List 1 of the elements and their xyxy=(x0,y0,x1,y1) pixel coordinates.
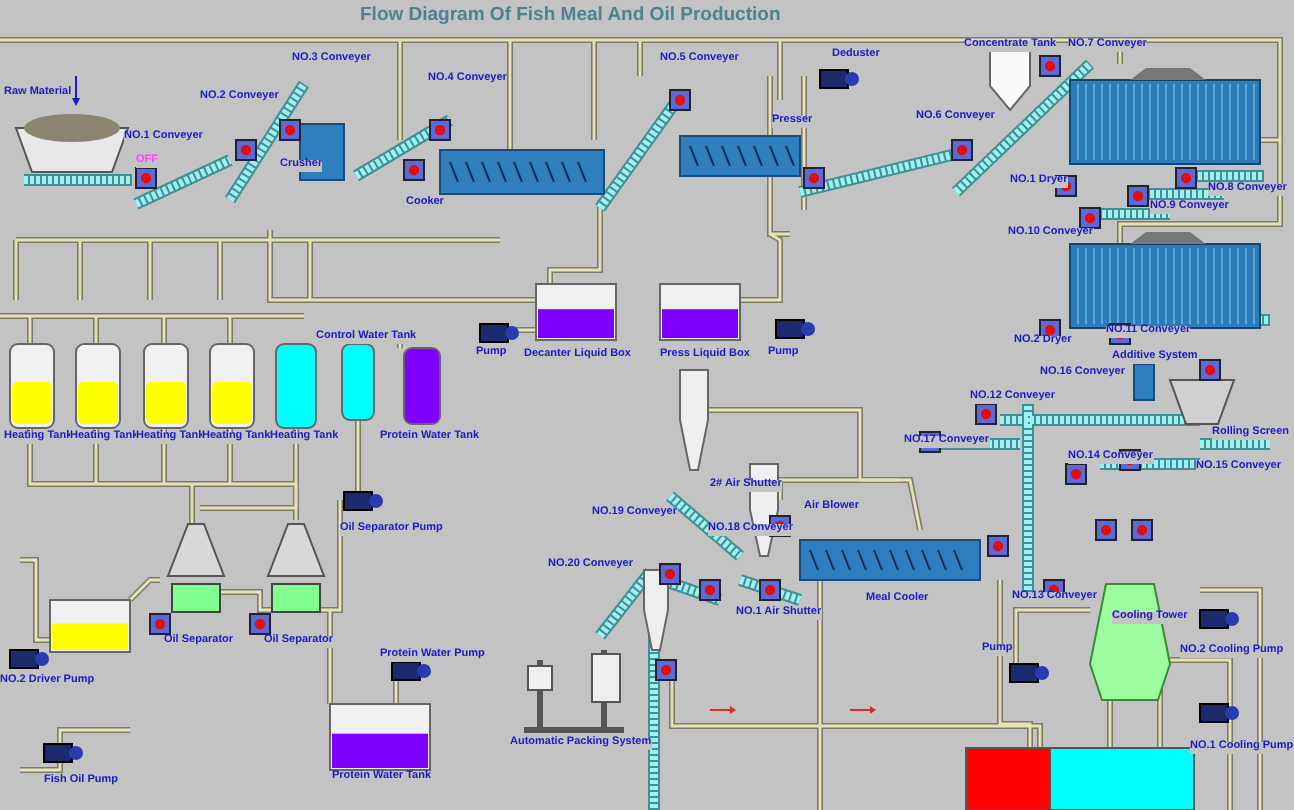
diagram-title: Flow Diagram Of Fish Meal And Oil Production xyxy=(360,4,781,26)
